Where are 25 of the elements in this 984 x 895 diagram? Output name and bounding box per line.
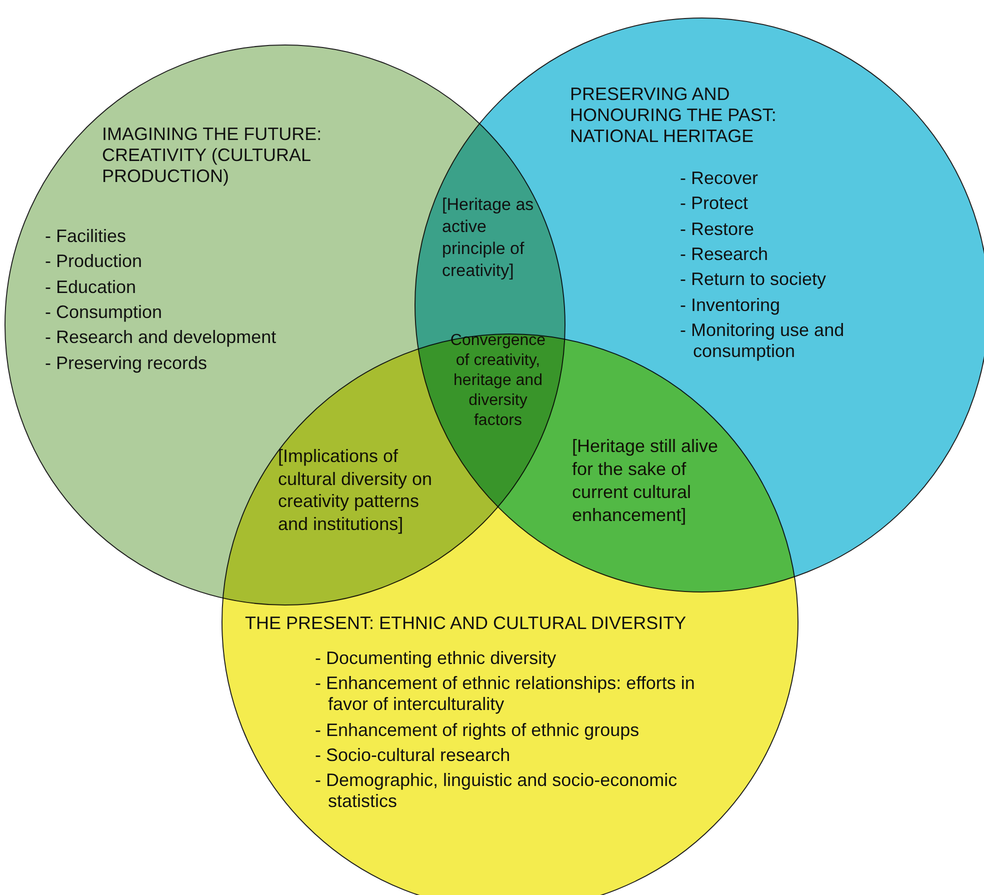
list-item: - Facilities xyxy=(45,226,128,247)
list-item: - Protect xyxy=(680,193,750,214)
list-item: - Monitoring use and consumption xyxy=(680,320,846,362)
overlap-label: [Heritage as active principle of creativity] xyxy=(442,194,534,282)
overlap-label: [Heritage still alive for the sake of current cultural enhancement] xyxy=(572,435,720,527)
list-item: - Inventoring xyxy=(680,294,782,316)
list-item: - Recover xyxy=(680,168,760,189)
list-item: - Enhancement of ethnic relationships: efforts in favor of interculturality xyxy=(315,673,696,716)
circle-heading: PRESERVING AND HONOURING THE PAST: NATIONAL HERITAGE xyxy=(570,84,778,147)
list-item: - Production xyxy=(45,251,144,272)
list-item: - Education xyxy=(45,276,138,298)
list-item: - Socio-cultural research xyxy=(315,744,512,766)
circle-heading: THE PRESENT: ETHNIC AND CULTURAL DIVERSITY xyxy=(245,613,688,634)
center-label: Convergence of creativity, heritage and diversity factors xyxy=(449,331,547,431)
list-item: - Demographic, linguistic and socio-economic statistics xyxy=(315,770,678,812)
list-item: - Preserving records xyxy=(45,352,208,374)
list-item: - Consumption xyxy=(45,302,164,323)
list-item: - Research xyxy=(680,244,770,265)
list-item: - Research and development xyxy=(45,327,278,348)
list-item: - Documenting ethnic diversity xyxy=(315,648,558,669)
overlap-label: [Implications of cultural diversity on creativity patterns and institutions] xyxy=(278,445,434,535)
circle-heading: IMAGINING THE FUTURE: CREATIVITY (CULTURAL PRODUCTION) xyxy=(102,124,323,187)
list-item: - Enhancement of rights of ethnic groups xyxy=(315,720,640,741)
list-item: - Return to society xyxy=(680,269,828,290)
list-item: - Restore xyxy=(680,218,756,240)
